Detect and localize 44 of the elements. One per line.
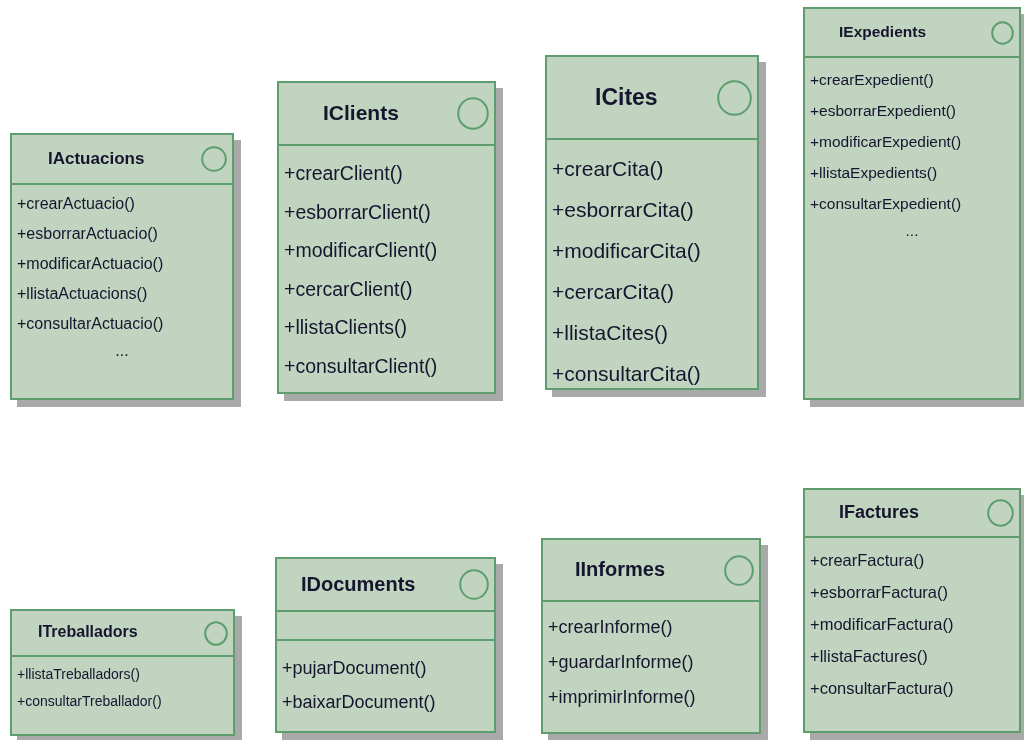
method-signature: +esborrarFactura() <box>809 582 948 603</box>
method-signature: +consultarClient() <box>283 353 438 379</box>
method-signature: +llistaActuacions() <box>16 284 148 304</box>
method-signature: +crearClient() <box>283 161 403 186</box>
class-name: IFactures <box>839 502 920 524</box>
method-signature: +crearFactura() <box>809 550 925 571</box>
method-signature: +esborrarCita() <box>551 197 694 223</box>
ellipsis: ... <box>905 221 919 241</box>
method-signature: +esborrarClient() <box>283 199 431 225</box>
ellipsis: ... <box>115 341 129 361</box>
method-signature: +modificarClient() <box>283 238 438 263</box>
method-signature: +crearCita() <box>551 156 664 182</box>
method-signature: +llistaFactures() <box>809 646 928 667</box>
class-name: ICites <box>595 83 658 111</box>
method-signature: +esborrarActuacio() <box>16 224 158 244</box>
method-signature: +imprimirInforme() <box>547 686 696 709</box>
method-signature: +guardarInforme() <box>547 651 694 674</box>
method-signature: +crearInforme() <box>547 616 673 639</box>
method-signature: +cercarCita() <box>551 279 674 305</box>
method-signature: +consultarCita() <box>551 361 701 387</box>
method-signature: +crearActuacio() <box>16 194 135 214</box>
method-signature: +modificarCita() <box>551 238 701 264</box>
method-signature: +modificarActuacio() <box>16 254 164 274</box>
method-signature: +modificarExpedient() <box>809 132 962 152</box>
method-signature: +llistaTreballadors() <box>16 665 140 684</box>
class-name: IClients <box>323 100 399 125</box>
method-signature: +llistaCites() <box>551 320 669 346</box>
class-name: IActuacions <box>48 148 145 169</box>
class-name: IExpedients <box>839 23 926 42</box>
method-signature: +consultarActuacio() <box>16 314 164 334</box>
method-signature: +llistaClients() <box>283 315 407 340</box>
method-signature: +llistaExpedients() <box>809 163 938 183</box>
method-signature: +cercarClient() <box>283 276 413 302</box>
method-signature: +pujarDocument() <box>281 657 427 680</box>
method-signature: +consultarFactura() <box>809 678 954 699</box>
method-signature: +consultarTreballador() <box>16 692 162 711</box>
method-signature: +consultarExpedient() <box>809 194 962 214</box>
method-signature: +esborrarExpedient() <box>809 101 957 121</box>
method-signature: +baixarDocument() <box>281 691 436 714</box>
class-name: ITreballadors <box>38 623 138 642</box>
method-signature: +modificarFactura() <box>809 614 954 635</box>
method-signature: +crearExpedient() <box>809 70 934 90</box>
class-name: IInformes <box>575 558 666 581</box>
class-name: IDocuments <box>301 572 416 596</box>
